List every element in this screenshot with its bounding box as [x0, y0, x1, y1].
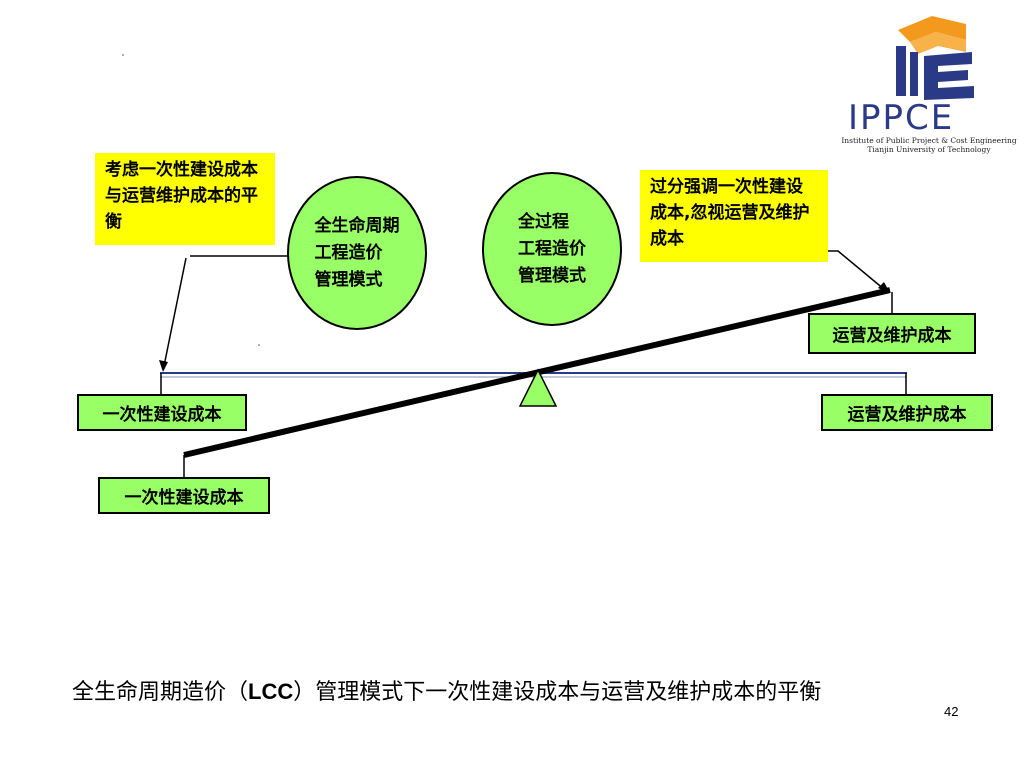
logo-subtitle-line1: Institute of Public Project & Cost Engin…	[841, 136, 1017, 145]
ippce-logo: IPPCE Institute of Public Project & Cost…	[840, 12, 1018, 154]
caption-part2: ）管理模式下一次性建设成本与运营及维护成本的平衡	[293, 680, 822, 705]
lcc-mode-label: 全生命周期 工程造价 管理模式	[314, 215, 400, 290]
stray-dot	[258, 344, 260, 346]
tilted-left-box: 一次性建设成本	[98, 477, 270, 514]
left-note: 考虑一次性建设成本与运营维护成本的平衡	[95, 153, 275, 245]
logo-subtitle-line2: Tianjin University of Technology	[867, 145, 991, 154]
left-note-arrow	[163, 257, 187, 367]
logo-name: IPPCE	[848, 98, 955, 138]
lcc-mode-circle: 全生命周期 工程造价 管理模式	[287, 176, 427, 330]
ippce-logo-mark	[896, 16, 974, 100]
caption-bold: LCC	[248, 679, 294, 704]
balanced-left-box: 一次性建设成本	[77, 394, 247, 431]
right-note-arrowhead	[878, 282, 890, 293]
whole-process-mode-label: 全过程 工程造价 管理模式	[518, 211, 586, 286]
left-note-arrowhead	[159, 360, 168, 372]
whole-process-mode-circle: 全过程 工程造价 管理模式	[482, 172, 622, 326]
stray-dot	[122, 54, 124, 56]
tilted-right-box: 运营及维护成本	[808, 313, 976, 354]
diagram-caption: 全生命周期造价（LCC）管理模式下一次性建设成本与运营及维护成本的平衡	[72, 674, 821, 706]
right-note-connector	[828, 250, 886, 291]
right-note: 过分强调一次性建设成本,忽视运营及维护成本	[640, 170, 828, 262]
caption-part1: 全生命周期造价（	[72, 680, 249, 705]
balanced-right-box: 运营及维护成本	[821, 394, 993, 431]
fulcrum-triangle	[518, 368, 558, 407]
page-number: 42	[944, 704, 959, 719]
